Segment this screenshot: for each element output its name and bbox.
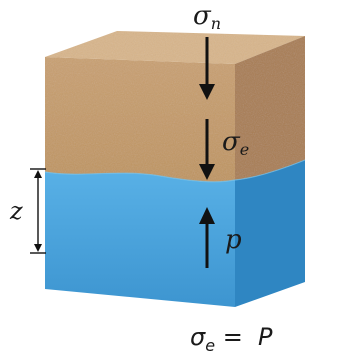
water-surface-line [44,159,306,183]
sand-layer-side [235,36,305,180]
z-label: z [9,197,23,225]
sigma-n-label: σn [193,1,221,33]
soil-block [44,31,306,307]
sigma-e-label: σe [222,127,249,159]
effective-stress-equation: σe = P [190,323,273,355]
p-label: p [225,225,242,255]
effective-stress-arrow [199,119,215,180]
water-layer-front [45,172,235,307]
sand-layer-front [45,57,235,182]
depth-dimension [30,168,46,254]
normal-stress-arrow [199,37,215,100]
sand-layer-top [45,31,305,64]
water-layer-side [235,160,305,307]
pore-pressure-arrow [199,207,215,268]
